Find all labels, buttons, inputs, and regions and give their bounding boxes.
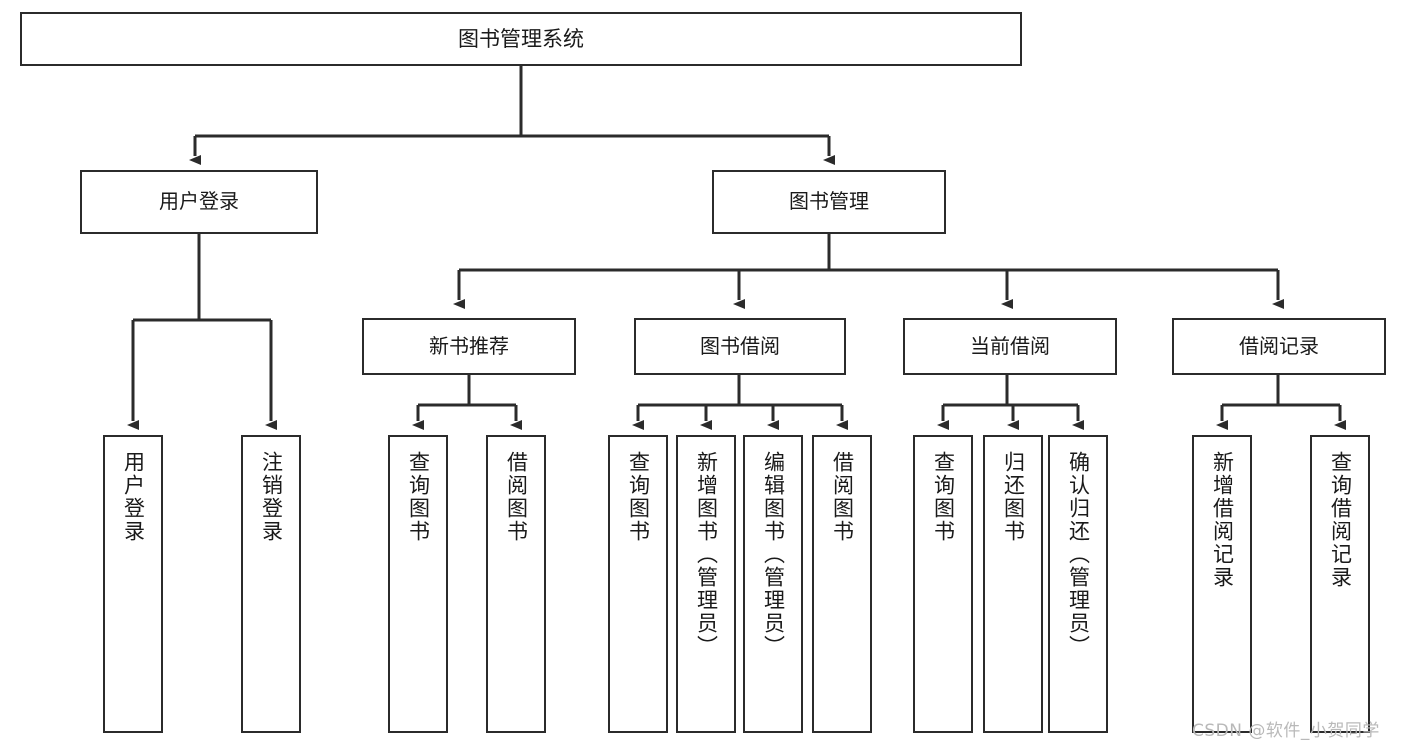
node-label: 查询图书 — [931, 451, 956, 543]
node-label: 新增借阅记录 — [1210, 451, 1235, 589]
leaf-current-borrow-return-books[interactable]: 归还图书 — [983, 435, 1043, 733]
leaf-user-login-login[interactable]: 用户登录 — [103, 435, 163, 733]
leaf-book-borrow-query-books[interactable]: 查询图书 — [608, 435, 668, 733]
node-label: 新增图书（管理员） — [694, 451, 719, 658]
node-label: 查询图书 — [626, 451, 651, 543]
leaf-book-borrow-add-book-admin[interactable]: 新增图书（管理员） — [676, 435, 736, 733]
leaf-book-borrow-edit-book-admin[interactable]: 编辑图书（管理员） — [743, 435, 803, 733]
node-label: 借阅图书 — [830, 451, 855, 543]
node-label: 确认归还（管理员） — [1066, 451, 1091, 658]
leaf-current-borrow-confirm-return-admin[interactable]: 确认归还（管理员） — [1048, 435, 1108, 733]
leaf-new-book-borrow-books[interactable]: 借阅图书 — [486, 435, 546, 733]
node-current-borrowing[interactable]: 当前借阅 — [903, 318, 1117, 375]
node-book-management[interactable]: 图书管理 — [712, 170, 946, 234]
node-label: 借阅记录 — [1239, 333, 1319, 358]
leaf-current-borrow-query-books[interactable]: 查询图书 — [913, 435, 973, 733]
node-user-login[interactable]: 用户登录 — [80, 170, 318, 234]
node-label: 借阅图书 — [504, 451, 529, 543]
node-root-book-management-system[interactable]: 图书管理系统 — [20, 12, 1022, 66]
leaf-borrow-record-query-record[interactable]: 查询借阅记录 — [1310, 435, 1370, 733]
node-label: 当前借阅 — [970, 333, 1050, 358]
leaf-new-book-query-books[interactable]: 查询图书 — [388, 435, 448, 733]
leaf-user-login-logout[interactable]: 注销登录 — [241, 435, 301, 733]
node-label: 图书管理系统 — [458, 26, 584, 51]
node-label: 新书推荐 — [429, 333, 509, 358]
node-new-book-recommendation[interactable]: 新书推荐 — [362, 318, 576, 375]
node-borrowing-record[interactable]: 借阅记录 — [1172, 318, 1386, 375]
node-book-borrowing[interactable]: 图书借阅 — [634, 318, 846, 375]
node-label: 用户登录 — [121, 451, 146, 543]
leaf-book-borrow-borrow-books[interactable]: 借阅图书 — [812, 435, 872, 733]
node-label: 归还图书 — [1001, 451, 1026, 543]
node-label: 查询图书 — [406, 451, 431, 543]
csdn-watermark: CSDN @软件_小贺同学 — [1192, 721, 1380, 741]
node-label: 图书管理 — [789, 189, 869, 214]
node-label: 图书借阅 — [700, 333, 780, 358]
node-label: 注销登录 — [259, 451, 284, 543]
node-label: 查询借阅记录 — [1328, 451, 1353, 589]
node-label: 用户登录 — [159, 189, 239, 214]
leaf-borrow-record-add-record[interactable]: 新增借阅记录 — [1192, 435, 1252, 733]
node-label: 编辑图书（管理员） — [761, 451, 786, 658]
